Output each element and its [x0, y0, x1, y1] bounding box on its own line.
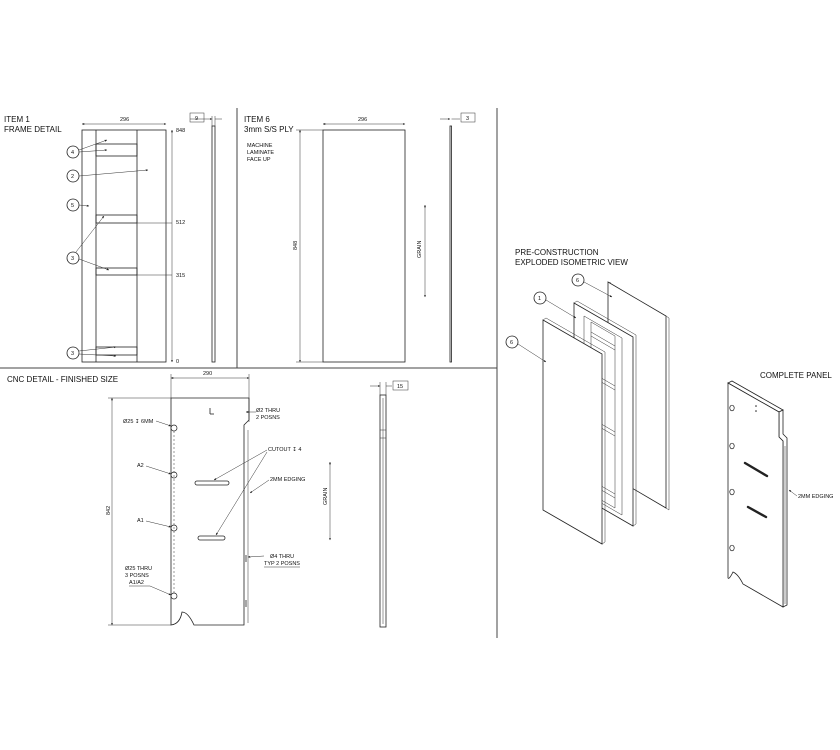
item6-panel-outline [322, 129, 406, 363]
cnc-hole2-note-line2: 2 POSNS [256, 415, 280, 421]
item1-frame-detail-view: ITEM 1 FRAME DETAIL 296 848 512 315 0 4 [4, 112, 222, 365]
item6-note-line1: MACHINE [247, 143, 273, 149]
svg-text:1: 1 [538, 296, 541, 302]
complete-panel-view: COMPLETE PANEL 2MM EDGING [727, 371, 833, 608]
svg-text:3: 3 [71, 351, 74, 357]
cnc-label-a2: A2 [137, 463, 144, 469]
svg-text:5: 5 [71, 203, 74, 209]
item6-thickness-dimension: 3 [466, 116, 469, 122]
svg-text:6: 6 [576, 278, 579, 284]
cnc-label-a1: A1 [137, 518, 144, 524]
item6-title-line1: ITEM 6 [244, 115, 270, 124]
cnc-hole4-note-line2: TYP 2 POSNS [264, 561, 300, 567]
sheet-dividers [0, 108, 498, 638]
item1-callout-3-middle: 3 [66, 215, 110, 271]
cnc-hole4-note-line1: Ø4 THRU [270, 554, 294, 560]
item6-note-line3: FACE UP [247, 157, 271, 163]
svg-text:6: 6 [510, 340, 513, 346]
item6-width-dimension: 296 [358, 117, 367, 123]
complete-panel-cutouts [743, 461, 769, 519]
cnc-edge-holes [170, 424, 178, 600]
item1-width-dimension: 296 [120, 117, 129, 123]
complete-panel-face [727, 382, 784, 608]
item1-dim-0: 0 [176, 359, 179, 365]
cnc-cutout-note: CUTOUT ↧ 4 [268, 446, 301, 453]
item1-thickness-dimension: 9 [195, 116, 198, 122]
item6-edge-view [449, 125, 452, 363]
item1-dim-848: 848 [176, 128, 185, 134]
item1-dim-512: 512 [176, 220, 185, 226]
item1-callout-4: 4 [66, 139, 108, 159]
cnc-edge-view [379, 394, 387, 628]
complete-panel-title: COMPLETE PANEL [760, 371, 832, 380]
exploded-isometric-view: PRE-CONSTRUCTION EXPLODED ISOMETRIC VIEW [505, 248, 670, 545]
cnc-width-dimension: 290 [203, 371, 212, 377]
exploded-title-line1: PRE-CONSTRUCTION [515, 248, 599, 257]
cnc-thickness-dimension: 15 [397, 384, 403, 390]
item6-note-line2: LAMINATE [247, 150, 274, 156]
item6-ply-skin-view: ITEM 6 3mm S/S PLY MACHINE LAMINATE FACE… [244, 112, 476, 363]
cnc-grain-label: GRAIN [323, 488, 329, 505]
cnc-panel-outline [170, 397, 250, 626]
item1-edge-view [211, 125, 216, 363]
cnc-cutout-upper [194, 480, 230, 486]
exploded-title-line2: EXPLODED ISOMETRIC VIEW [515, 258, 628, 267]
item1-title-line1: ITEM 1 [4, 115, 30, 124]
cnc-hole25-6mm-note: Ø25 ↧ 6MM [123, 418, 154, 425]
svg-text:2: 2 [71, 174, 74, 180]
cnc-hole25-thru-note-line1: Ø25 THRU [125, 566, 152, 572]
svg-text:3: 3 [71, 256, 74, 262]
complete-panel-edging-note: 2MM EDGING [798, 494, 833, 500]
complete-panel-holes [729, 404, 757, 552]
cnc-title: CNC DETAIL - FINISHED SIZE [7, 375, 118, 384]
item1-title-line2: FRAME DETAIL [4, 125, 62, 134]
cnc-hole2-note-line1: Ø2 THRU [256, 408, 280, 414]
item1-rails [95, 143, 138, 356]
cnc-small-holes [209, 408, 214, 415]
cnc-edging-note: 2MM EDGING [270, 477, 305, 483]
exploded-front-skin [542, 319, 603, 545]
item1-frame-outline [81, 129, 167, 363]
svg-text:4: 4 [71, 150, 74, 156]
item1-callout-5: 5 [66, 198, 90, 212]
exploded-callout-top: 6 [571, 273, 613, 298]
item1-callout-3-bottom: 3 [66, 346, 117, 360]
exploded-callout-front: 6 [505, 335, 547, 363]
item1-dim-315: 315 [176, 273, 185, 279]
item6-grain-label: GRAIN [417, 241, 423, 258]
cnc-height-dimension: 842 [106, 506, 112, 515]
cnc-hole25-thru-note-line2: 3 POSNS [125, 573, 149, 579]
item6-title-line2: 3mm S/S PLY [244, 125, 294, 134]
item1-callout-2: 2 [66, 169, 149, 183]
cnc-hole25-thru-note-line3: A1/A2 [129, 580, 144, 586]
exploded-callout-mid: 1 [533, 291, 577, 319]
cnc-cutout-lower [197, 535, 226, 541]
item6-height-dimension: 848 [293, 241, 299, 250]
cnc-detail-view: CNC DETAIL - FINISHED SIZE 290 842 Ø25 ↧… [7, 371, 409, 628]
